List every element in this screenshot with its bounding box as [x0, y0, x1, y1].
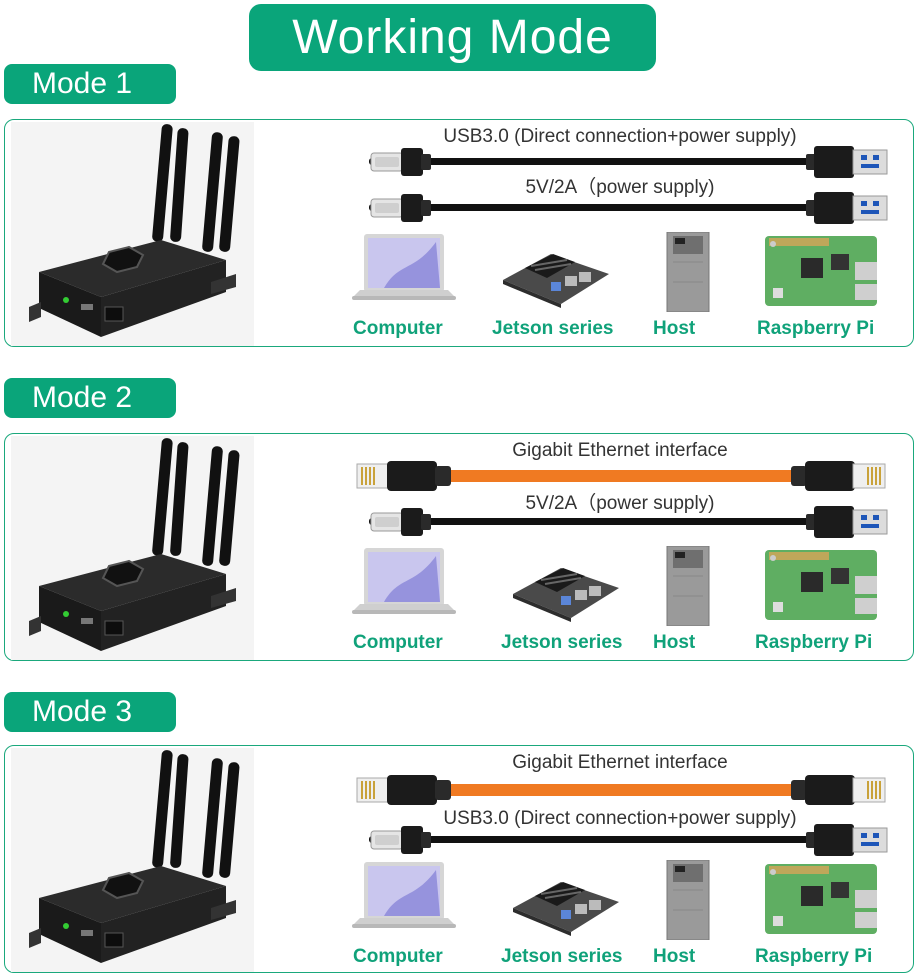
cable-label: USB3.0 (Direct connection+power supply)	[443, 126, 797, 147]
usb-cable-image	[351, 188, 891, 228]
device-image	[11, 436, 254, 660]
cable-label: USB3.0 (Direct connection+power supply)	[443, 808, 797, 829]
page-title: Working Mode	[249, 4, 656, 71]
ethernet-cable-image	[351, 770, 891, 810]
target-label-jetson: Jetson series	[501, 632, 623, 653]
target-label-computer: Computer	[353, 632, 443, 653]
target-label-computer: Computer	[353, 318, 443, 339]
target-label-host: Host	[653, 632, 696, 653]
laptop-icon	[344, 860, 464, 940]
target-label-raspberry-pi: Raspberry Pi	[757, 318, 875, 339]
laptop-icon	[344, 546, 464, 626]
host-tower-icon	[625, 546, 745, 626]
target-label-host: Host	[653, 946, 696, 967]
mode-2-panel: Gigabit Ethernet interface 5V/2A（power s…	[4, 433, 914, 661]
usb-cable-image	[351, 820, 891, 860]
host-tower-icon	[625, 232, 745, 312]
cable-label: Gigabit Ethernet interface	[512, 752, 728, 773]
raspberry-pi-icon	[761, 860, 881, 940]
jetson-board-icon	[495, 232, 615, 312]
target-label-raspberry-pi: Raspberry Pi	[755, 946, 873, 967]
jetson-board-icon	[505, 860, 625, 940]
mode-1-label: Mode 1	[4, 64, 176, 104]
target-label-host: Host	[653, 318, 696, 339]
mode-2-label: Mode 2	[4, 378, 176, 418]
laptop-icon	[344, 232, 464, 312]
raspberry-pi-icon	[761, 232, 881, 312]
cable-label: 5V/2A（power supply)	[525, 177, 715, 198]
cable-label: Gigabit Ethernet interface	[512, 440, 728, 461]
jetson-board-icon	[505, 546, 625, 626]
target-label-jetson: Jetson series	[501, 946, 623, 967]
raspberry-pi-icon	[761, 546, 881, 626]
device-image	[11, 748, 254, 972]
device-image	[11, 122, 254, 346]
target-label-jetson: Jetson series	[492, 318, 614, 339]
target-label-raspberry-pi: Raspberry Pi	[755, 632, 873, 653]
usb-cable-image	[351, 502, 891, 542]
host-tower-icon	[625, 860, 745, 940]
cable-label: 5V/2A（power supply)	[525, 493, 715, 514]
mode-3-label: Mode 3	[4, 692, 176, 732]
target-label-computer: Computer	[353, 946, 443, 967]
mode-3-panel: Gigabit Ethernet interface USB3.0 (Direc…	[4, 745, 914, 973]
mode-1-panel: USB3.0 (Direct connection+power supply) …	[4, 119, 914, 347]
